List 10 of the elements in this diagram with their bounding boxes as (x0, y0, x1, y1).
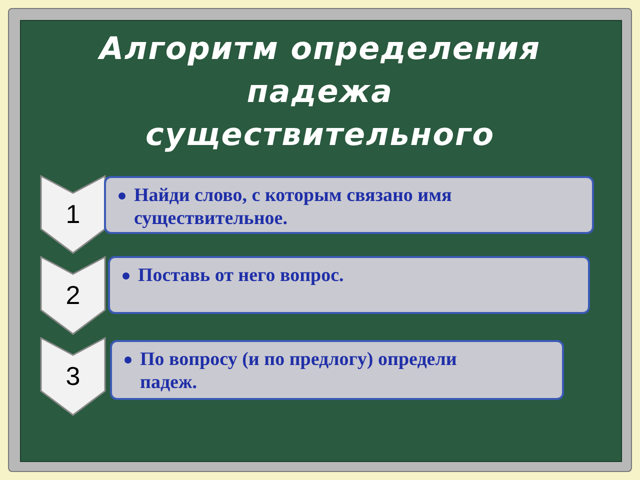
step-box (110, 340, 564, 400)
step-text: Поставь от него вопрос. (138, 264, 345, 287)
step-number: 1 (64, 199, 82, 230)
step-text: Найди слово, с которым связано имя существительное. (134, 184, 453, 230)
step-number: 3 (64, 361, 82, 392)
step-box (108, 256, 590, 314)
step-number: 2 (64, 280, 82, 311)
title: Алгоритм определения падежа существительного (96, 30, 542, 155)
step-text: По вопросу (и по предлогу) определи падеж. (140, 348, 458, 394)
step-box (104, 176, 594, 234)
